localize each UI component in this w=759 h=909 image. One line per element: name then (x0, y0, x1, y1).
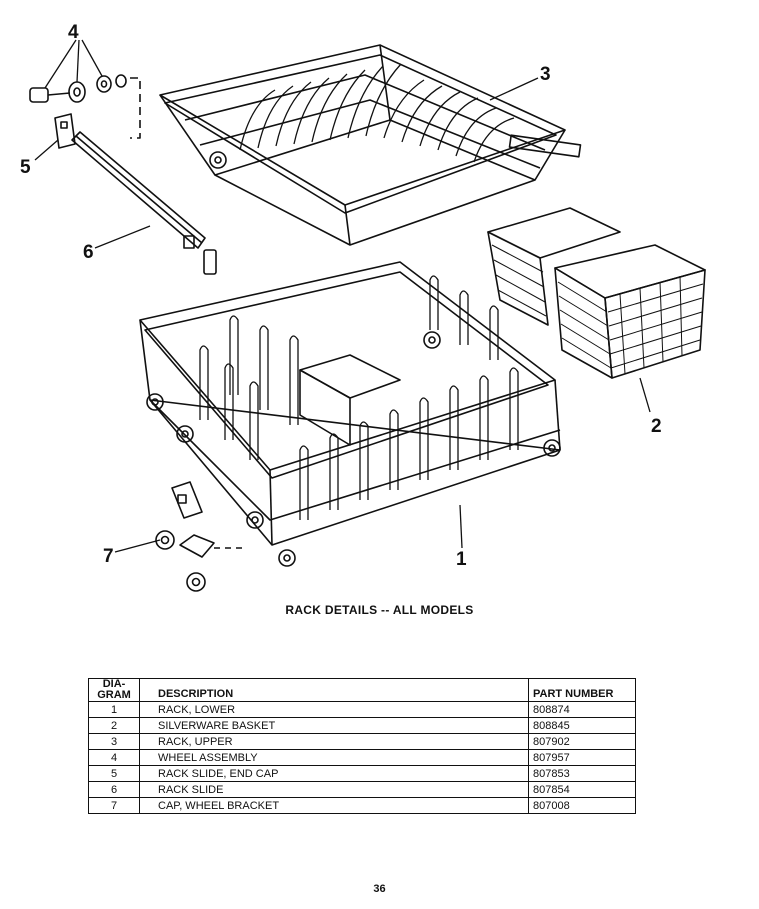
callout-7: 7 (103, 546, 114, 567)
table-row: 4 WHEEL ASSEMBLY 807957 (88, 749, 636, 766)
part-description: CAP, WHEEL BRACKET (139, 797, 529, 814)
part-description: RACK SLIDE, END CAP (139, 765, 529, 782)
part-number: 807853 (528, 765, 636, 782)
header-diagram: DIA- GRAM (88, 678, 140, 702)
part-description: RACK, LOWER (139, 701, 529, 718)
upper-rack-illustration (159, 44, 582, 246)
diagram-number: 3 (88, 733, 140, 750)
part-number: 807854 (528, 781, 636, 798)
part-number: 807957 (528, 749, 636, 766)
diagram-number: 2 (88, 717, 140, 734)
header-part-number: PART NUMBER (528, 678, 636, 702)
lower-rack-illustration (139, 261, 561, 567)
part-description: RACK, UPPER (139, 733, 529, 750)
part-number: 807008 (528, 797, 636, 814)
table-row: 6 RACK SLIDE 807854 (88, 781, 636, 798)
part-number: 807902 (528, 733, 636, 750)
exploded-parts-diagram: 4 5 6 3 2 1 7 (20, 22, 706, 592)
diagram-number: 6 (88, 781, 140, 798)
table-row: 7 CAP, WHEEL BRACKET 807008 (88, 797, 636, 814)
callout-6: 6 (83, 242, 94, 263)
diagram-caption: RACK DETAILS -- ALL MODELS (285, 603, 474, 617)
callout-3: 3 (540, 64, 551, 85)
diagram-number: 5 (88, 765, 140, 782)
rack-slide-illustration (71, 131, 217, 275)
table-row: 1 RACK, LOWER 808874 (88, 701, 636, 718)
parts-table-header: DIA- GRAM DESCRIPTION PART NUMBER (88, 678, 636, 702)
part-description: RACK SLIDE (139, 781, 529, 798)
callout-1: 1 (456, 549, 467, 570)
table-row: 3 RACK, UPPER 807902 (88, 733, 636, 750)
silverware-basket-illustration (487, 207, 706, 379)
table-row: 5 RACK SLIDE, END CAP 807853 (88, 765, 636, 782)
wheel-assembly-illustration (29, 74, 141, 139)
callout-5: 5 (20, 157, 31, 178)
table-row: 2 SILVERWARE BASKET 808845 (88, 717, 636, 734)
part-number: 808874 (528, 701, 636, 718)
diagram-number: 4 (88, 749, 140, 766)
end-cap-illustration (54, 113, 76, 149)
page-number: 36 (373, 883, 386, 895)
callout-4: 4 (68, 22, 79, 43)
diagram-number: 1 (88, 701, 140, 718)
parts-table: DIA- GRAM DESCRIPTION PART NUMBER 1 RACK… (88, 678, 636, 814)
diagram-number: 7 (88, 797, 140, 814)
header-description: DESCRIPTION (139, 678, 529, 702)
callout-2: 2 (651, 416, 662, 437)
part-number: 808845 (528, 717, 636, 734)
part-description: WHEEL ASSEMBLY (139, 749, 529, 766)
wheel-bracket-cap-illustration (155, 481, 244, 592)
leader-lines (34, 39, 651, 553)
part-description: SILVERWARE BASKET (139, 717, 529, 734)
